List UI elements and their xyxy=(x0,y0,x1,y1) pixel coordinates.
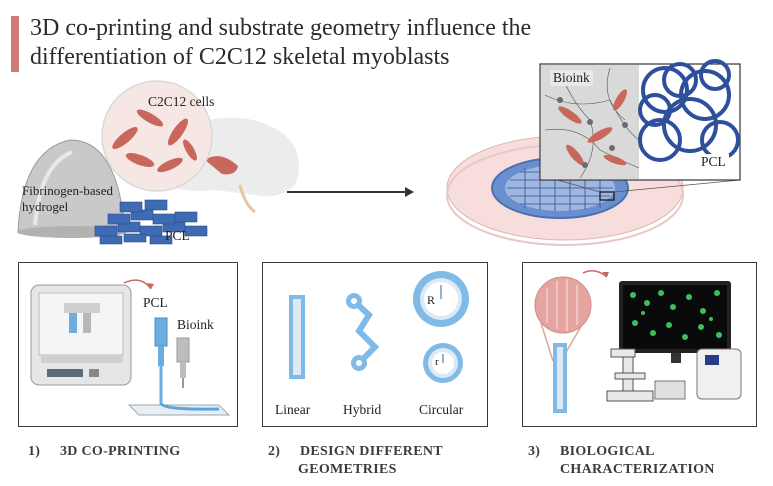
inset-cells xyxy=(558,89,627,166)
cell-bubble xyxy=(101,80,213,192)
plate-reader xyxy=(696,348,742,400)
circular-geometry-large xyxy=(413,271,469,327)
radius-large-label: R xyxy=(427,293,436,307)
bioink-inset-label: Bioink xyxy=(550,70,593,86)
panel-characterization xyxy=(522,262,757,427)
magnified-view xyxy=(534,276,592,334)
hybrid-label: Hybrid xyxy=(343,402,382,417)
page-title: 3D co-printing and substrate geometry in… xyxy=(30,15,532,70)
step-2-caption: 2) DESIGN DIFFERENT GEOMETRIES xyxy=(268,444,443,477)
pcl-inset-label: PCL xyxy=(698,154,729,170)
c2c12-cells xyxy=(112,109,197,173)
arrow-head-icon xyxy=(405,187,414,197)
pcl-label: PCL xyxy=(165,228,190,243)
bioprinter-illustration xyxy=(30,279,231,416)
hydrogel-label: Fibrinogen-based hydrogel xyxy=(22,183,113,214)
characterization-illustration xyxy=(534,270,742,413)
title-accent-bar xyxy=(11,16,19,72)
linear-label: Linear xyxy=(275,402,311,417)
panel-co-printing: PCL Bioink xyxy=(18,262,238,427)
c2c12-cells-label: C2C12 cells xyxy=(148,94,215,109)
zoom-marker xyxy=(599,191,615,201)
power-supply xyxy=(654,380,686,400)
pcl-blocks xyxy=(94,199,208,245)
bioink-printing-label: Bioink xyxy=(177,317,214,332)
hydrogel-dome xyxy=(17,139,126,233)
hybrid-geometry xyxy=(351,298,380,366)
microscope xyxy=(606,348,654,402)
muscle-highlight xyxy=(205,156,238,175)
radius-small-label: r xyxy=(435,356,439,368)
circular-label: Circular xyxy=(419,402,464,417)
pcl-printing-label: PCL xyxy=(143,295,168,310)
panel-geometries: R r Linear Hybrid Circular xyxy=(262,262,488,427)
step-1-caption: 1)3D CO-PRINTING xyxy=(28,444,181,459)
geometries-illustration xyxy=(289,271,469,383)
step-3-caption: 3) BIOLOGICAL CHARACTERIZATION xyxy=(528,444,715,477)
circular-geometry-small xyxy=(423,343,463,383)
